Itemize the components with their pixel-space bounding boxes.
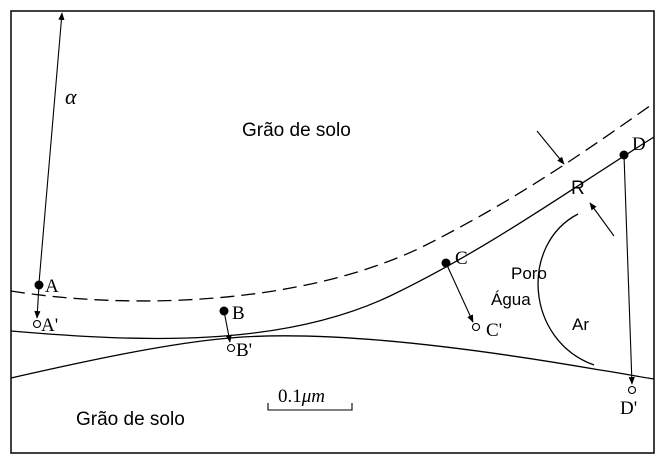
arrow-B-to-B-prime: [223, 310, 232, 343]
R-arrow-upper: [536, 130, 565, 165]
point-C-label: C: [455, 248, 468, 269]
alpha-radius-arrow: [38, 12, 65, 284]
point-B-prime-marker: [226, 343, 236, 353]
point-B-marker: [219, 306, 229, 316]
diagram-frame: [10, 10, 655, 454]
point-A-label: A: [45, 276, 59, 297]
alpha-label: α: [65, 84, 77, 109]
point-A-marker: [34, 280, 44, 290]
point-B-label: B: [232, 303, 245, 324]
grain-bottom-label: Grão de solo: [76, 409, 185, 430]
agua-label: Água: [491, 290, 531, 309]
point-B-prime-label: B': [236, 340, 252, 361]
arrow-C-to-C-prime: [445, 262, 474, 323]
scale-unit: μm: [301, 386, 325, 407]
scale-number: 0.1: [278, 386, 302, 407]
scale-label: 0.1μm: [278, 386, 325, 407]
poro-label: Poro: [511, 264, 547, 283]
point-D-prime-marker: [627, 385, 637, 395]
point-C-marker: [441, 258, 451, 268]
point-D-prime-label: D': [620, 398, 637, 419]
point-D-marker: [619, 150, 629, 160]
R-label: R: [571, 178, 585, 199]
point-C-prime-label: C': [486, 320, 502, 341]
lower-grain-boundary: [10, 335, 655, 380]
point-D-label: D: [632, 134, 646, 155]
R-arrow-lower: [589, 202, 615, 237]
arrow-D-to-D-prime: [623, 154, 635, 385]
grain-top-label: Grão de solo: [242, 120, 351, 141]
dashed-boundary-curve: [10, 102, 655, 302]
point-A-prime-label: A': [41, 315, 58, 336]
ar-label: Ar: [572, 315, 589, 334]
scale-bar: [267, 403, 353, 411]
point-A-prime-marker: [32, 319, 42, 329]
upper-grain-boundary: [10, 136, 655, 340]
arrow-A-to-A-prime: [34, 284, 41, 319]
point-C-prime-marker: [471, 322, 481, 332]
meniscus-arc: [537, 213, 595, 366]
